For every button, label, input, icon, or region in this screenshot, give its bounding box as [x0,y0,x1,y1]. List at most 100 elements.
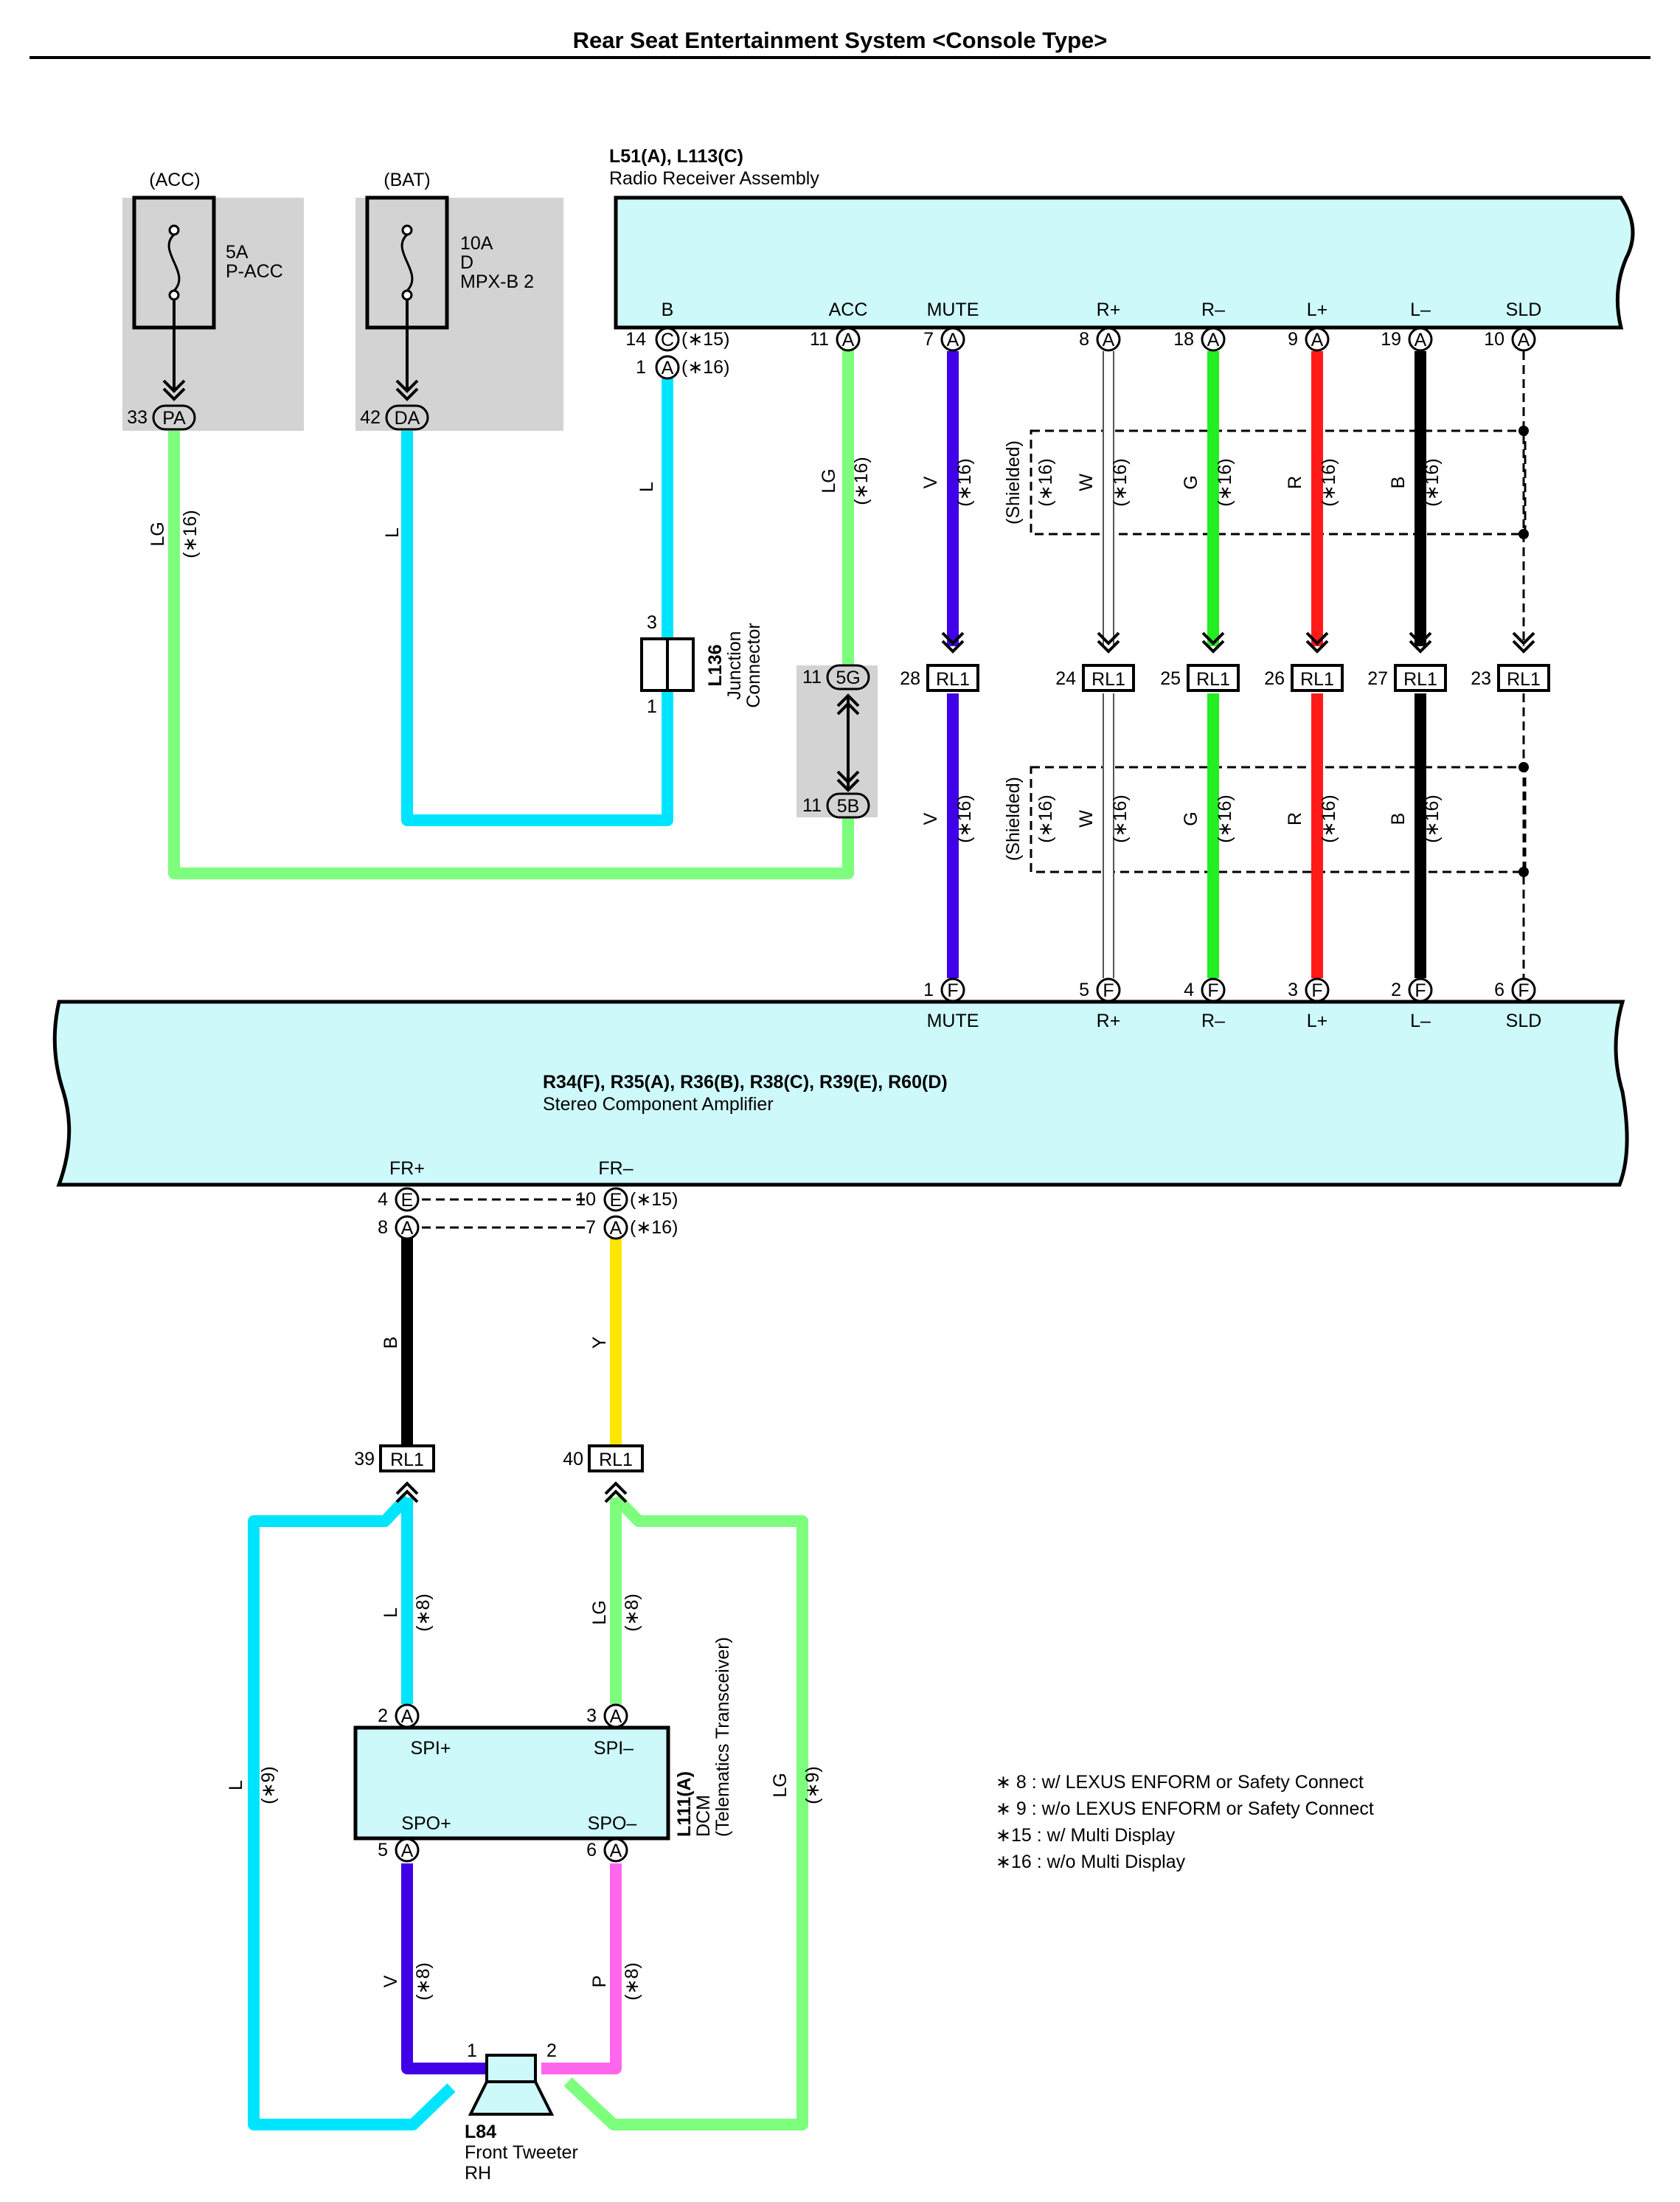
fr-plus-pin2: 8 [378,1217,388,1238]
wire-label-l-minus-1: B [1388,813,1409,825]
wire-lg-bypass [563,1493,808,2130]
connector-dcm-spi-plus: 2 A [378,1703,420,1728]
wire-label-r-plus-0: W [1076,474,1097,491]
shielded-label-lower: (Shielded) [1003,777,1024,861]
dcm-spo-plus: SPO+ [401,1813,451,1834]
shield-box-lower [1030,766,1527,873]
radio-receiver-box [614,195,1635,330]
connector-dcm-spi-minus: 3 A [586,1703,628,1728]
wire-label-l-minus-0: B [1388,477,1409,489]
wire-label-spo-plus: V [381,1975,401,1987]
radio-b-note1: (∗15) [681,329,729,350]
wire-label-r-plus-1: W [1076,810,1097,828]
wire-label-mute-0: V [920,476,941,488]
radio-r-minus-pin: 18 [1173,329,1194,350]
junction-name2: Connector [743,623,764,707]
connector-radio-acc: 11 A [810,327,861,352]
shield-dot-0 [1518,426,1529,436]
amp-l-minus-pin: 2 [1391,980,1401,1000]
wire-label-bypass-left: L [226,1780,246,1790]
amp-name: Stereo Component Amplifier [543,1094,774,1115]
wire-note-bypass-left: (∗9) [258,1766,279,1804]
fr-minus-label: FR– [598,1158,633,1179]
connector-da: 42 DA [360,404,429,431]
stereo-amplifier-box [52,1000,1629,1187]
amp-sld-connector-circle [1511,977,1536,1003]
radio-l-minus-label: L– [1410,300,1431,320]
amp-sld-label: SLD [1506,1011,1542,1031]
radio-sld-pin: 10 [1484,329,1504,350]
dcm-pin-spo-minus: 6 [586,1840,597,1860]
wire-note-l-minus-0: (∗16) [1422,458,1443,506]
wire-v-spo-plus [401,1863,491,2074]
page-title: Rear Seat Entertainment System <Console … [573,27,1108,53]
wire-note-spi-minus: (∗8) [622,1593,642,1632]
relay-r-plus-pin: 24 [1055,668,1076,689]
radio-r-minus-connector-conn: A [1207,330,1220,350]
wire-lg-acc [168,431,854,879]
dcm-conn-spo-minus: A [610,1841,622,1861]
fuse-bat-conn: DA [395,408,420,429]
dcm-name2: (Telematics Transceiver) [712,1637,733,1837]
radio-mute-connector-circle [940,327,965,352]
amp-r-plus-label: R+ [1097,1011,1121,1031]
wire-label-l-plus-1: R [1285,812,1305,825]
radio-acc-label: ACC [829,300,868,320]
radio-r-minus-connector-circle [1201,327,1226,352]
radio-name: Radio Receiver Assembly [609,168,819,189]
splice-conn-bottom: 5B [837,796,860,817]
front-tweeter: 1 2 L84 Front Tweeter RH [465,2040,578,2184]
wire-note-l-minus-1: (∗16) [1422,794,1443,842]
fr-minus-pin1: 10 [575,1189,596,1210]
tweeter-name2: RH [465,2163,491,2184]
relay-r-minus-pin: 25 [1160,668,1181,689]
wire-note-spo-plus: (∗8) [413,1962,434,2001]
wire-label-l-plus-0: R [1285,476,1305,489]
radio-r-plus-pin: 8 [1079,329,1089,350]
fuse-bat-amp: 10A [460,233,493,254]
radio-acc-conn: A [842,330,855,350]
wire-label-spi-plus: L [381,1607,401,1618]
wire-label-radio-acc: LG [819,468,839,493]
wire-label-fr-minus: Y [589,1336,610,1348]
relay-r-minus-conn: RL1 [1196,669,1230,690]
relay-conn-39: RL1 [390,1450,424,1470]
radio-l-plus-connector-conn: A [1311,330,1324,350]
wire-label-r-minus-0: G [1181,475,1201,489]
splice-pin-top: 11 [802,667,822,688]
shield-dot-3 [1518,867,1529,877]
fr-minus-note1: (∗15) [630,1189,678,1210]
legend: ∗ 8 : w/ LEXUS ENFORM or Safety Connect … [996,1772,1374,1872]
relay-pin-40: 40 [563,1449,583,1469]
fr-minus-conn2: A [610,1218,622,1239]
amp-mute-pin: 1 [923,980,934,1000]
fr-minus-pin2: 7 [586,1217,596,1238]
wire-label-fr-plus: B [381,1337,401,1349]
amp-l-plus-pin: 3 [1288,980,1298,1000]
amp-r-minus-pin: 4 [1184,980,1194,1000]
dcm-pin-spi-plus: 2 [378,1706,388,1726]
amp-r-plus-connector-conn: F [1103,980,1114,1001]
dcm-name1: DCM [693,1795,714,1837]
connector-5g: 11 5G [802,664,870,690]
legend-item-16: ∗16 : w/o Multi Display [996,1852,1186,1872]
tweeter-id: L84 [465,2122,496,2142]
fr-minus-conn1: E [610,1190,622,1211]
relay-l-plus-box [1291,664,1344,692]
amp-r-minus-connector-conn: F [1207,980,1218,1001]
amp-mute-connector-circle [940,977,965,1003]
relay-pin-39: 39 [354,1449,375,1469]
wire-l-radio-b [401,378,673,826]
amp-l-plus-connector-circle [1305,977,1330,1003]
wire-note-l-plus-1: (∗16) [1319,794,1339,842]
relay-sld-conn: RL1 [1507,669,1541,690]
wire-note-spi-plus: (∗8) [413,1593,434,1632]
connector-fr-plus: 4 E 8 A [378,1187,420,1240]
fuse-acc-amp: 5A [226,242,249,263]
junction-pin-bottom: 1 [647,696,657,717]
relay-39: 39 RL1 [354,1444,435,1472]
relay-mute-conn: RL1 [936,669,970,690]
relay-l-minus-box [1394,664,1447,692]
